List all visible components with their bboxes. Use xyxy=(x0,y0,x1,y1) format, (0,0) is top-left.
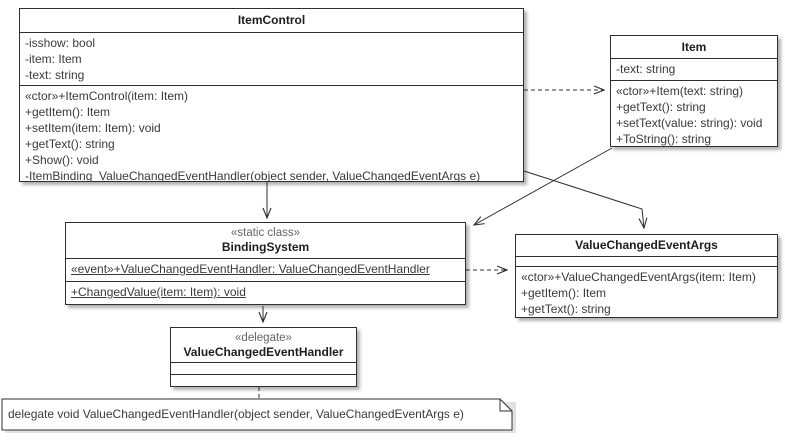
method-row: «ctor»+Item(text: string) xyxy=(616,84,744,98)
method-row: «ctor»+ValueChangedEventArgs(item: Item) xyxy=(521,270,756,284)
class-box-itemcontrol: ItemControl -isshow: bool -item: Item -t… xyxy=(19,8,524,182)
method-row: +getText(): string xyxy=(25,137,115,151)
attribute-row: -text: string xyxy=(25,68,85,82)
class-box-valuechangedeventargs: ValueChangedEventArgs «ctor»+ValueChange… xyxy=(515,234,778,318)
method-row: «ctor»+ItemControl(item: Item) xyxy=(25,89,189,103)
attribute-row: -text: string xyxy=(616,62,676,76)
method-row: +setText(value: string): void xyxy=(616,116,763,130)
class-box-bindingsystem: «static class» BindingSystem «event»+Val… xyxy=(65,222,466,305)
association-arrow-itemcontrol-to-valuechangedeventargs xyxy=(523,170,644,228)
class-title-itemcontrol: ItemControl xyxy=(237,13,306,27)
class-name: BindingSystem xyxy=(221,240,310,254)
attributes-section: -text: string xyxy=(611,58,777,80)
class-box-valuechangedeventhandler: «delegate» ValueChangedEventHandler xyxy=(170,327,357,387)
method-row: +Show(): void xyxy=(25,153,99,167)
method-row: +ToString(): string xyxy=(616,132,712,146)
class-title-bindingsystem: «static class» BindingSystem xyxy=(66,223,465,258)
attributes-section-empty xyxy=(516,256,777,266)
method-row: +ChangedValue(item: Item): void xyxy=(71,285,246,299)
methods-section: «ctor»+ItemControl(item: Item) +getItem(… xyxy=(20,85,523,181)
attribute-row: -item: Item xyxy=(25,52,82,66)
methods-section: «ctor»+ValueChangedEventArgs(item: Item)… xyxy=(516,266,777,317)
method-row: +getText(): string xyxy=(616,100,706,114)
stereotype-delegate: «delegate» xyxy=(235,331,292,344)
class-box-item: Item -text: string «ctor»+Item(text: str… xyxy=(610,35,778,147)
method-row: -ItemBinding_ValueChangedEventHandler(ob… xyxy=(25,169,481,181)
attribute-row: «event»+ValueChangedEventHandler: ValueC… xyxy=(71,262,430,276)
method-row: +getText(): string xyxy=(521,302,611,316)
method-row: +getItem(): Item xyxy=(521,286,607,300)
methods-section: «ctor»+Item(text: string) +getText(): st… xyxy=(611,80,777,146)
methods-section: +ChangedValue(item: Item): void xyxy=(66,281,465,304)
method-row: +getItem(): Item xyxy=(25,105,111,119)
class-title-item: Item xyxy=(681,39,707,54)
class-title-valuechangedeventhandler: «delegate» ValueChangedEventHandler xyxy=(171,328,356,362)
note-text: delegate void ValueChangedEventHandler(o… xyxy=(8,407,464,421)
attributes-section: «event»+ValueChangedEventHandler: ValueC… xyxy=(66,258,465,281)
method-row: +setItem(item: Item): void xyxy=(25,121,161,135)
class-name: ValueChangedEventHandler xyxy=(183,344,344,359)
attributes-section: -isshow: bool -item: Item -text: string xyxy=(20,32,523,85)
attribute-row: -isshow: bool xyxy=(25,36,96,50)
attributes-section-empty xyxy=(171,362,356,374)
stereotype-static-class: «static class» xyxy=(230,227,301,239)
class-title-valuechangedeventargs: ValueChangedEventArgs xyxy=(575,238,718,252)
methods-section-empty xyxy=(171,374,356,386)
